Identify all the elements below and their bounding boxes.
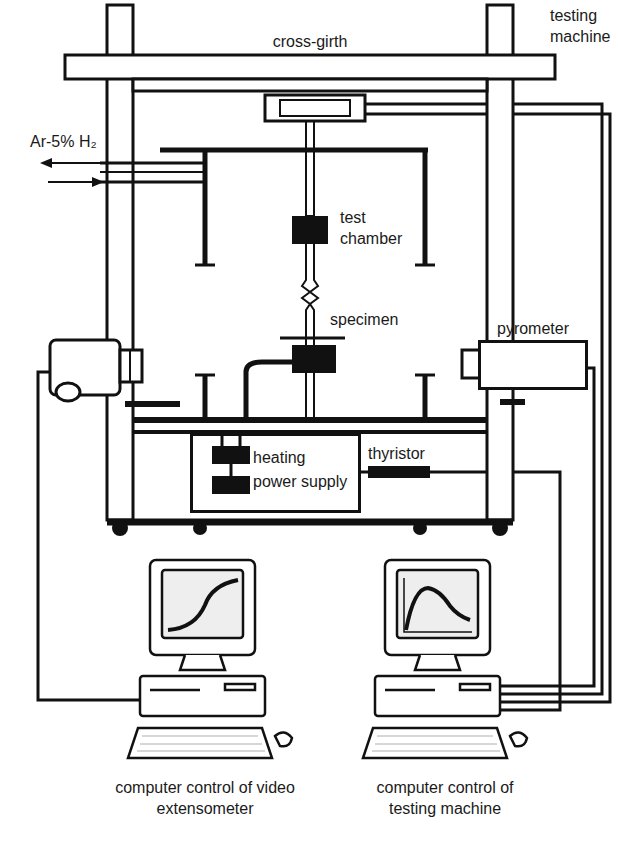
part-label: specimen [330, 310, 410, 331]
part-label: thyristor [368, 444, 448, 465]
computer-caption: computer control of video extensometer [115, 778, 295, 820]
gas-label: Ar-5% H₂ [30, 132, 120, 153]
machine-label: testing machine [550, 6, 616, 48]
node-label: heating power supply [253, 446, 350, 494]
power-supply-box: heating power supply [190, 433, 361, 513]
pyrometer-box: pyrometer [478, 340, 588, 390]
part-label: cross-girth [250, 32, 370, 53]
part-label: test chamber [340, 208, 412, 250]
node-label: pyrometer [481, 319, 585, 338]
computer-caption: computer control of testing machine [355, 778, 535, 820]
